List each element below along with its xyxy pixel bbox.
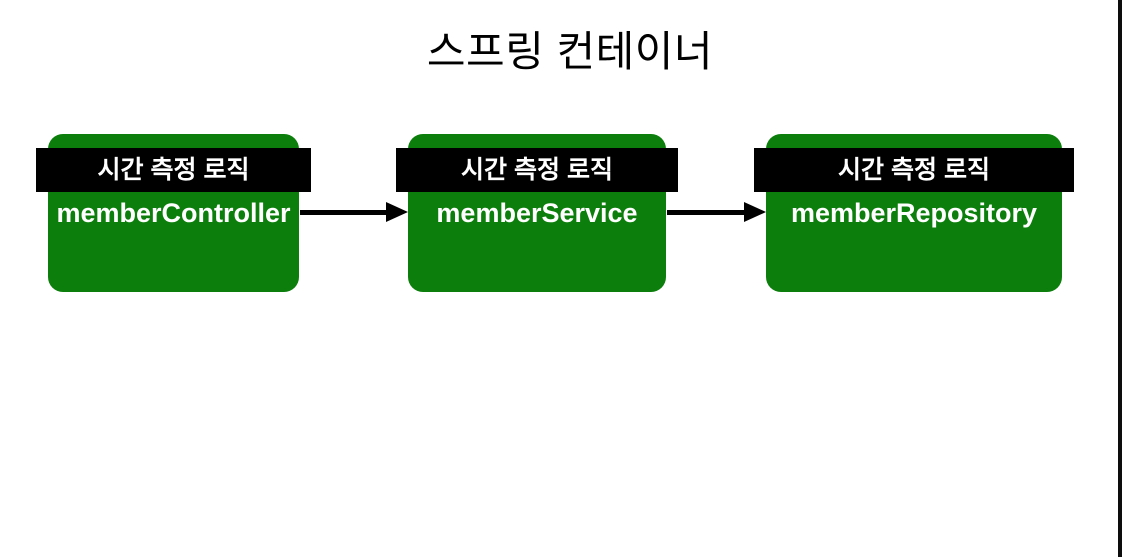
time-measure-badge-service: 시간 측정 로직 bbox=[396, 148, 678, 192]
arrow-service-to-repository-head-icon bbox=[744, 202, 766, 222]
time-measure-badge-repository: 시간 측정 로직 bbox=[754, 148, 1074, 192]
node-label-member-controller: memberController bbox=[56, 198, 291, 228]
arrow-controller-to-service-head-icon bbox=[386, 202, 408, 222]
slide-right-border bbox=[1118, 0, 1122, 557]
node-label-member-service: memberService bbox=[436, 198, 638, 228]
time-measure-badge-controller: 시간 측정 로직 bbox=[36, 148, 311, 192]
arrow-service-to-repository-line bbox=[667, 210, 745, 215]
node-label-member-repository: memberRepository bbox=[790, 198, 1038, 228]
arrow-controller-to-service-line bbox=[300, 210, 387, 215]
diagram-title: 스프링 컨테이너 bbox=[426, 28, 714, 75]
